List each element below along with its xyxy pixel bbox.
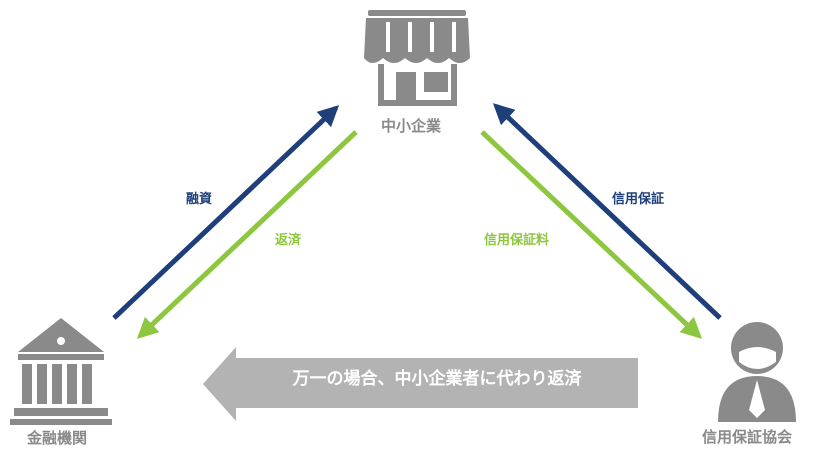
- financing-label: 融資: [186, 192, 213, 207]
- bank-label: 金融機関: [27, 429, 88, 447]
- banner-text: 万一の場合、中小企業者に代わり返済: [292, 369, 582, 389]
- bank-building-icon: [10, 318, 112, 425]
- guarantor-label: 信用保証協会: [702, 428, 793, 446]
- credit-guarantee-arrow: [492, 103, 722, 320]
- storefront-icon: [364, 10, 470, 106]
- substitute-repayment-banner: [203, 347, 638, 421]
- financing-arrow: [112, 105, 340, 320]
- guarantee-fee-arrow: [480, 130, 703, 339]
- guarantee-fee-label: 信用保証料: [484, 233, 550, 248]
- credit-guarantee-label: 信用保証: [612, 192, 665, 207]
- repayment-label: 返済: [275, 233, 302, 248]
- repayment-arrow: [136, 130, 358, 339]
- sme-label: 中小企業: [381, 117, 442, 135]
